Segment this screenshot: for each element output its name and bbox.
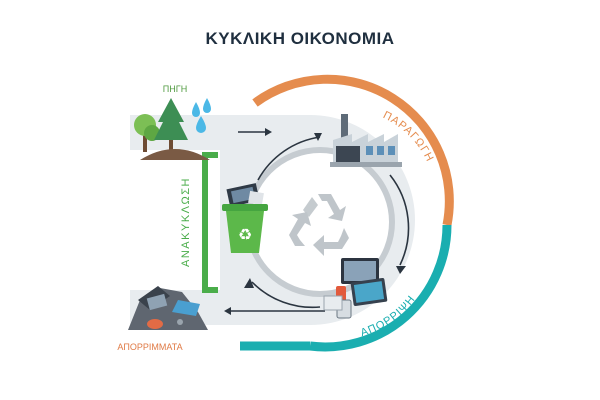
recycling-bin-icon: ♻ (222, 183, 268, 253)
factory-icon (330, 114, 402, 167)
band-arrows (224, 128, 325, 315)
tree-icon (134, 98, 210, 160)
recycling-label: ΑΝΑΚΥΚΛΩΣΗ (180, 177, 192, 267)
source-label: ΠΗΓΗ (163, 84, 187, 94)
arrowhead (265, 128, 272, 136)
waste-label: ΑΠΟΡΡΙΜΜΑΤΑ (117, 342, 182, 352)
electronics-icon (323, 258, 388, 319)
production-arc (252, 74, 454, 226)
water-drop-icon (192, 98, 211, 133)
inner-arrows (251, 136, 410, 309)
arrow-devices-to-bin (251, 281, 321, 309)
waste-pile-icon (128, 286, 208, 330)
arrow-factory-to-devices (389, 174, 410, 266)
arrow-bin-to-factory (257, 136, 321, 181)
disposal-arc (309, 224, 452, 352)
svg-text:♻: ♻ (238, 227, 252, 244)
recycle-icon (289, 194, 349, 256)
arrowhead (314, 133, 322, 141)
arrowhead (244, 278, 254, 288)
arrowhead (224, 307, 231, 315)
recycling-bar (202, 152, 218, 293)
arrowhead (396, 266, 406, 274)
diagram-title: ΚΥΚΛΙΚΗ ΟΙΚΟΝΟΜΙΑ (205, 29, 395, 48)
inner-arrowheads (244, 133, 406, 288)
